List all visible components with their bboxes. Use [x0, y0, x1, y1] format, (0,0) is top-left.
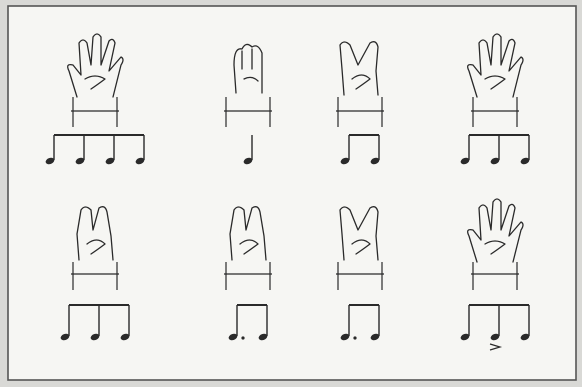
rhythm-dot: [353, 336, 356, 339]
rhythm-dot: [241, 336, 244, 339]
